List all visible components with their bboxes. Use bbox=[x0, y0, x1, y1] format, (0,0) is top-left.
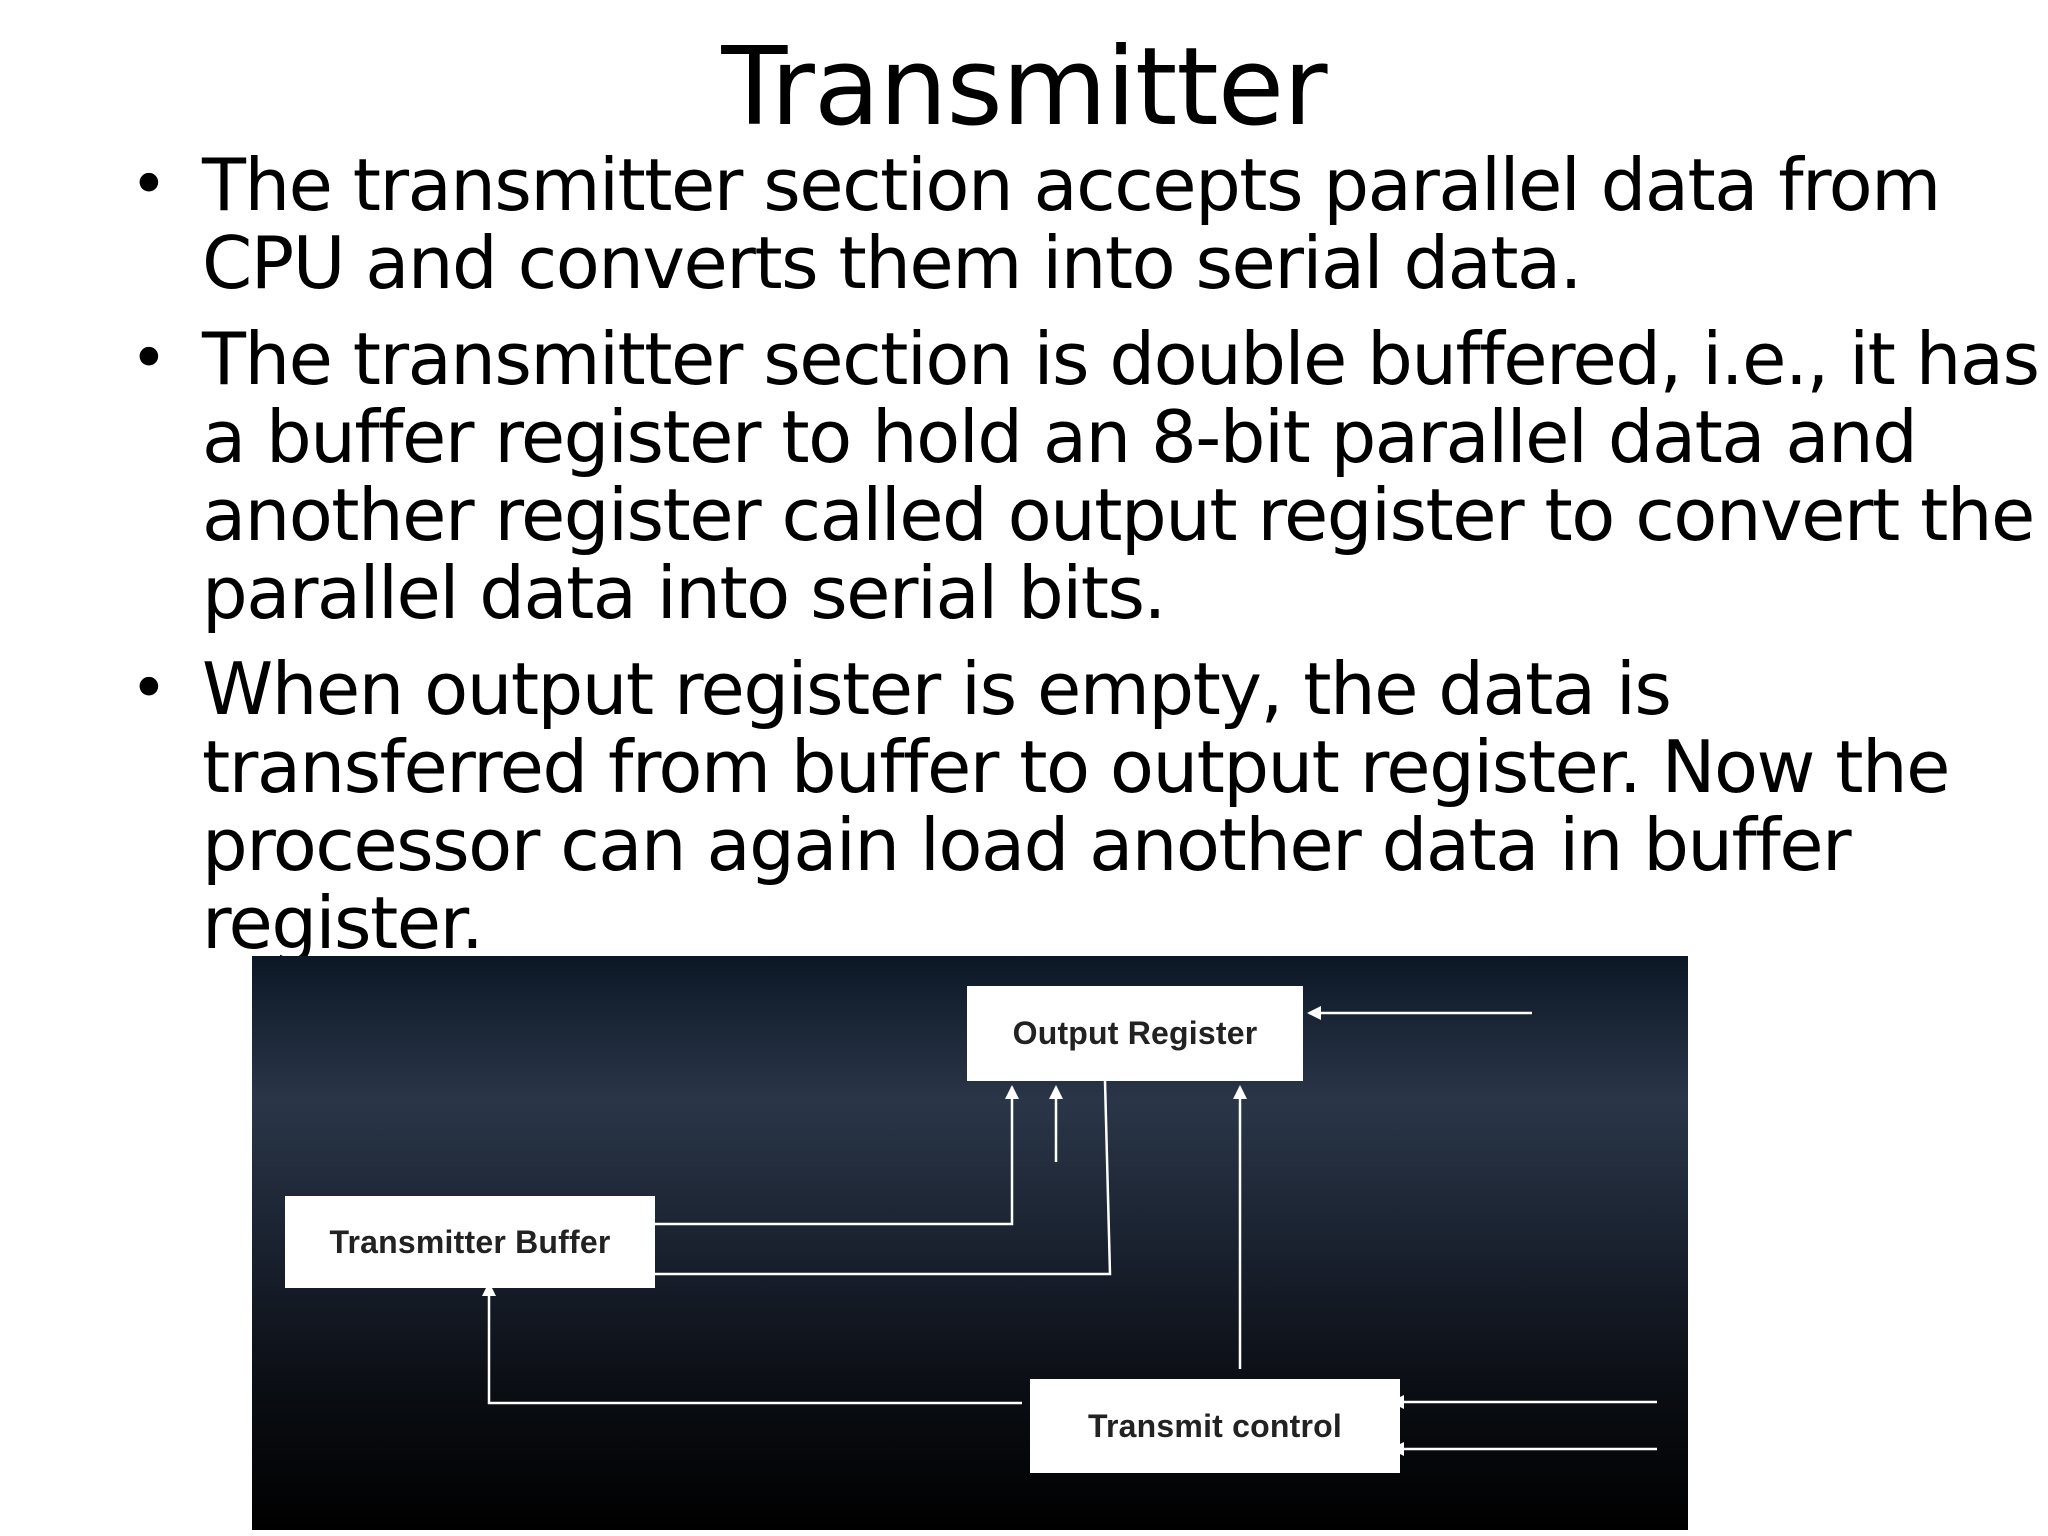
bullet-line: transferred from buffer to output regist… bbox=[202, 725, 1950, 809]
slide-title: Transmitter bbox=[721, 25, 1327, 150]
bullet-line: When output register is empty, the data … bbox=[202, 647, 1672, 731]
bullet-list: • The transmitter section accepts parall… bbox=[122, 146, 2040, 980]
transmitter-block-diagram: Output Register Transmitter Buffer Trans… bbox=[252, 956, 1688, 1530]
bullet-dot-icon: • bbox=[130, 322, 168, 396]
transmitter-buffer-block: Transmitter Buffer bbox=[285, 1196, 655, 1288]
buffer-to-register-arrow bbox=[582, 1085, 1019, 1226]
bullet-text: The transmitter section accepts parallel… bbox=[202, 146, 2022, 302]
bullet-dot-icon: • bbox=[130, 652, 168, 726]
bullet-item: • When output register is empty, the dat… bbox=[122, 650, 2022, 962]
output-register-block: Output Register bbox=[967, 986, 1303, 1081]
bullet-line: The transmitter section accepts parallel… bbox=[202, 143, 1941, 227]
bullet-line: processor can again load another data in… bbox=[202, 803, 1852, 887]
control-to-buffer-arrow bbox=[482, 1282, 1022, 1405]
bullet-line: a buffer register to hold an 8-bit paral… bbox=[202, 395, 1918, 479]
bullet-text: The transmitter section is double buffer… bbox=[202, 317, 2040, 635]
bullet-line: register. bbox=[202, 881, 484, 965]
bullet-item: • The transmitter section accepts parall… bbox=[122, 146, 2022, 302]
bullet-item: • The transmitter section is double buff… bbox=[122, 317, 2040, 635]
bullet-line: another register called output register … bbox=[202, 473, 2035, 557]
diagram-connections bbox=[482, 1006, 1657, 1456]
bullet-dot-icon: • bbox=[130, 148, 168, 222]
transmit-control-label: Transmit control bbox=[1088, 1407, 1342, 1444]
bullet-line: The transmitter section is double buffer… bbox=[202, 317, 2040, 401]
bullet-line: parallel data into serial bits. bbox=[202, 551, 1166, 635]
bullet-line: CPU and converts them into serial data. bbox=[202, 221, 1583, 305]
register-to-buffer-line bbox=[582, 1080, 1112, 1276]
transmit-control-block: Transmit control bbox=[1030, 1379, 1400, 1473]
output-register-label: Output Register bbox=[1012, 1015, 1258, 1051]
bullet-text: When output register is empty, the data … bbox=[202, 650, 2022, 962]
transmitter-buffer-label: Transmitter Buffer bbox=[329, 1223, 611, 1260]
